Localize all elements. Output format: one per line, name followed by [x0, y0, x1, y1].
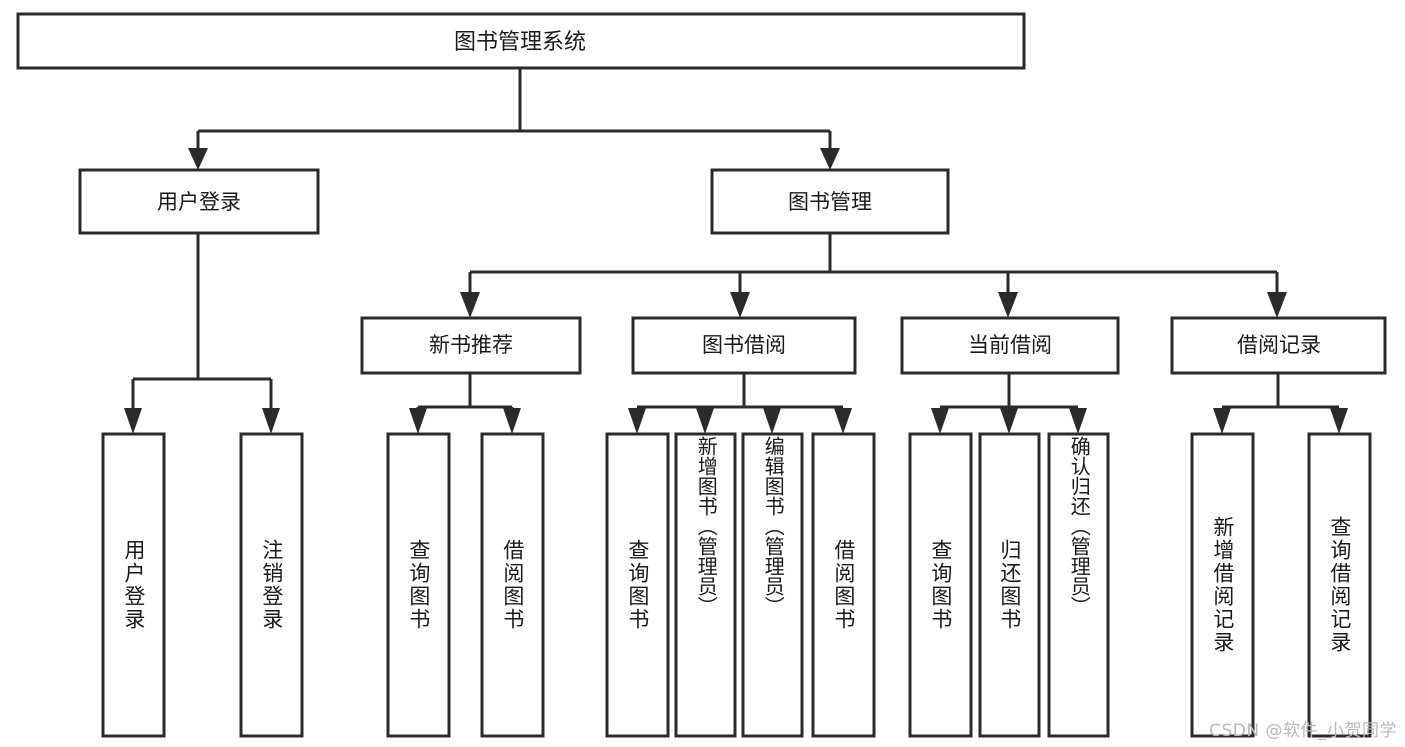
node-borrow-record-box[interactable]	[1170, 316, 1387, 375]
leaf-boxes-book-borrow	[605, 432, 876, 738]
arrow-head-icon	[696, 408, 714, 434]
node-root-box[interactable]	[16, 12, 1026, 70]
arrow-head-icon	[998, 292, 1018, 318]
node-new-book-recommend-label: 新书推荐	[429, 333, 513, 357]
leaf-box-query-book-2[interactable]	[605, 432, 670, 738]
connector-newbook-to-leaves	[409, 373, 521, 434]
node-book-borrow[interactable]: 图书借阅	[631, 316, 857, 375]
leaf-box-confirm-return-admin[interactable]	[1047, 432, 1110, 738]
arrow-head-icon	[820, 148, 840, 170]
connector-currentborrow-to-leaves	[931, 373, 1087, 434]
connector-userlogin-to-leaves	[124, 233, 280, 434]
arrow-head-icon	[1000, 408, 1018, 434]
leaf-box-return-book[interactable]	[978, 432, 1041, 738]
arrow-head-icon	[409, 408, 427, 434]
leaf-box-borrow-book-1[interactable]	[480, 432, 545, 738]
node-book-borrow-box[interactable]	[631, 316, 857, 375]
leaf-box-borrow-book-2[interactable]	[811, 432, 876, 738]
node-user-login-box[interactable]	[78, 168, 320, 235]
node-borrow-record-label: 借阅记录	[1237, 333, 1321, 357]
leaf-box-logout-login[interactable]	[239, 432, 304, 738]
leaf-boxes-borrow-record	[1190, 432, 1372, 738]
leaf-box-edit-book-admin[interactable]	[741, 432, 804, 738]
arrow-head-icon	[931, 408, 949, 434]
node-new-book-recommend-box[interactable]	[360, 316, 582, 375]
watermark-text: CSDN @软件_小贺同学	[1209, 721, 1397, 741]
leaf-box-query-borrow-record[interactable]	[1307, 432, 1372, 738]
node-root-label: 图书管理系统	[454, 30, 586, 55]
connector-bookmgmt-to-level3	[460, 233, 1287, 318]
node-root[interactable]: 图书管理系统	[16, 12, 1026, 70]
arrow-head-icon	[460, 292, 480, 318]
arrow-head-icon	[1069, 408, 1087, 434]
leaf-box-query-book-3[interactable]	[908, 432, 973, 738]
node-book-management-box[interactable]	[710, 168, 950, 235]
node-borrow-record[interactable]: 借阅记录	[1170, 316, 1387, 375]
connector-root-to-level2	[188, 68, 840, 170]
node-user-login-label: 用户登录	[157, 190, 241, 214]
arrow-head-icon	[763, 408, 781, 434]
arrow-head-icon	[1330, 408, 1348, 434]
arrow-head-icon	[1213, 408, 1231, 434]
leaf-box-add-book-admin[interactable]	[674, 432, 737, 738]
node-current-borrow-box[interactable]	[900, 316, 1120, 375]
arrow-head-icon	[262, 408, 280, 434]
arrow-head-icon	[628, 408, 646, 434]
leaf-boxes-new-book-recommend	[386, 432, 545, 738]
node-new-book-recommend[interactable]: 新书推荐	[360, 316, 582, 375]
node-current-borrow-label: 当前借阅	[968, 333, 1052, 357]
node-book-management[interactable]: 图书管理	[710, 168, 950, 235]
leaf-boxes-current-borrow	[908, 432, 1110, 738]
leaf-box-query-book-1[interactable]	[386, 432, 451, 738]
leaf-boxes-user-login	[101, 432, 304, 738]
arrow-head-icon	[730, 292, 750, 318]
arrow-head-icon	[503, 408, 521, 434]
arrow-head-icon	[1267, 292, 1287, 318]
node-book-management-label: 图书管理	[788, 190, 872, 214]
arrow-head-icon	[124, 408, 142, 434]
leaf-box-user-login[interactable]	[101, 432, 166, 738]
arrow-head-icon	[188, 148, 208, 170]
arrow-head-icon	[834, 408, 852, 434]
node-book-borrow-label: 图书借阅	[702, 333, 786, 357]
connector-bookborrow-to-leaves	[628, 373, 852, 434]
node-user-login[interactable]: 用户登录	[78, 168, 320, 235]
connector-borrowrecord-to-leaves	[1213, 373, 1348, 434]
leaf-box-add-borrow-record[interactable]	[1190, 432, 1255, 738]
node-current-borrow[interactable]: 当前借阅	[900, 316, 1120, 375]
